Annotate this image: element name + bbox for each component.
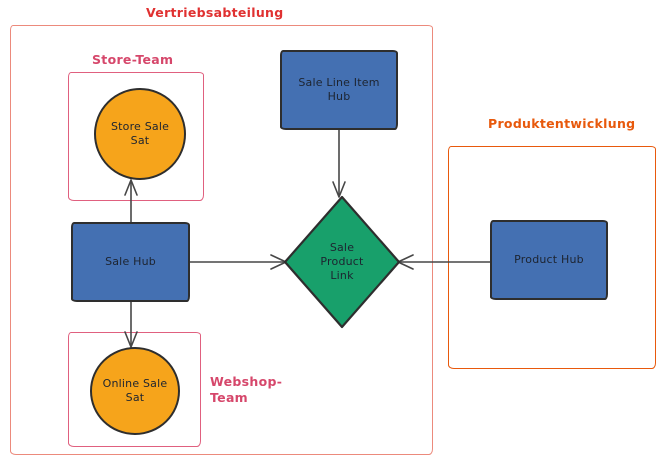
group-frame-store-team[interactable] [68, 72, 204, 201]
node-label-product-hub: Product Hub [514, 252, 584, 266]
node-store-sale-sat[interactable]: Store Sale Sat [94, 88, 186, 180]
node-label-store-sale-sat: Store Sale Sat [110, 119, 170, 147]
node-sale-line-item-hub[interactable]: Sale Line Item Hub [280, 50, 398, 130]
node-label-sale-line-item-hub: Sale Line Item Hub [298, 75, 380, 103]
group-label-vertriebsabteilung: Vertriebsabteilung [146, 5, 284, 20]
group-label-webshop-team: Webshop- Team [210, 374, 283, 405]
node-product-hub[interactable]: Product Hub [490, 220, 608, 300]
node-label-sale-product-link: Sale Product Link [320, 240, 364, 283]
group-label-store-team: Store-Team [92, 52, 174, 67]
node-label-sale-hub: Sale Hub [105, 254, 156, 268]
group-frame-produktentwicklung[interactable] [448, 146, 656, 369]
node-label-online-sale-sat: Online Sale Sat [102, 376, 168, 404]
node-online-sale-sat[interactable]: Online Sale Sat [90, 347, 180, 435]
group-frame-vertriebsabteilung[interactable] [10, 25, 433, 455]
node-sale-hub[interactable]: Sale Hub [71, 222, 190, 302]
group-label-produktentwicklung: Produktentwicklung [488, 116, 636, 131]
